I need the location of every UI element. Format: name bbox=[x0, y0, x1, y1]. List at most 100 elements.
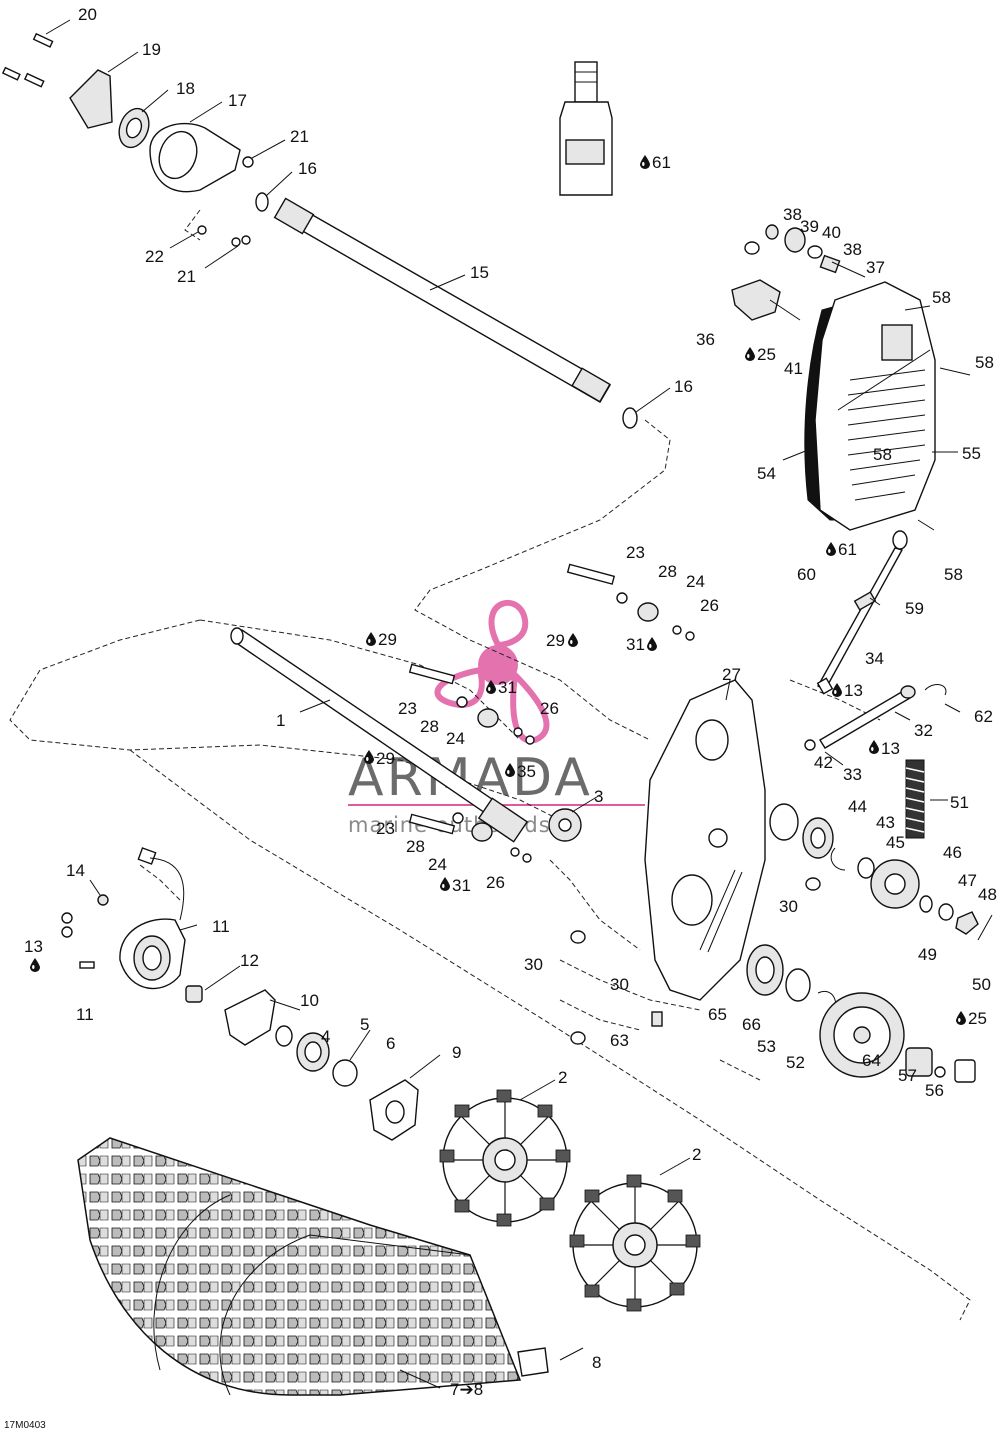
leader-lines bbox=[45, 19, 971, 1389]
part-27-housing bbox=[644, 679, 766, 1001]
callout-8: 8 bbox=[592, 1353, 601, 1372]
callout-34: 34 bbox=[865, 649, 884, 668]
callout-43: 43 bbox=[876, 813, 895, 832]
callout-11b: 11 bbox=[76, 1005, 94, 1024]
callout-30c: 30 bbox=[610, 975, 629, 994]
oil-drop-icon bbox=[647, 637, 657, 651]
callout-60: 60 bbox=[797, 565, 816, 584]
callout-30a: 30 bbox=[779, 897, 798, 916]
callout-40: 40 bbox=[822, 223, 841, 242]
callout-6: 6 bbox=[386, 1034, 395, 1053]
callout-66: 66 bbox=[742, 1015, 761, 1034]
callout-12: 12 bbox=[240, 951, 259, 970]
callout-62: 62 bbox=[974, 707, 993, 726]
callout-47: 47 bbox=[958, 871, 977, 890]
track bbox=[77, 1137, 549, 1396]
callout-20: 20 bbox=[78, 5, 97, 24]
callout-13: 13 bbox=[24, 937, 43, 956]
callout-58d: 58 bbox=[944, 565, 963, 584]
callout-5: 5 bbox=[360, 1015, 369, 1034]
callout-19: 19 bbox=[142, 40, 161, 59]
chaincase-housing bbox=[570, 679, 821, 1045]
oil-drop-icon bbox=[832, 683, 842, 697]
callout-21b: 21 bbox=[177, 267, 196, 286]
callout-27: 27 bbox=[722, 665, 741, 684]
part-7-track bbox=[77, 1137, 522, 1396]
drive-sprockets bbox=[439, 1089, 701, 1312]
lube-29-lower: 29 bbox=[376, 749, 395, 768]
part-16-oring-lower bbox=[622, 407, 638, 429]
callout-38a: 38 bbox=[783, 205, 802, 224]
lube-13-mid: 13 bbox=[881, 739, 900, 758]
callout-56: 56 bbox=[925, 1081, 944, 1100]
oil-drop-icon bbox=[568, 633, 578, 647]
lube-31-lower: 31 bbox=[452, 876, 471, 895]
callout-55: 55 bbox=[962, 444, 981, 463]
part-22-washer bbox=[197, 225, 207, 235]
callout-51: 51 bbox=[950, 793, 969, 812]
callout-24a: 24 bbox=[686, 572, 705, 591]
callout-52: 52 bbox=[786, 1053, 805, 1072]
oil-drop-icon bbox=[30, 958, 40, 972]
callout-9: 9 bbox=[452, 1043, 461, 1062]
callout-11a: 11 bbox=[212, 917, 230, 936]
oil-drop-icon bbox=[440, 877, 450, 891]
oil-drop-icon bbox=[869, 740, 879, 754]
lube-25-top: 25 bbox=[757, 345, 776, 364]
callout-50: 50 bbox=[972, 975, 991, 994]
lubricant-markers: 61 25 61 29 31 29 31 29 35 31 13 13 25 bbox=[30, 153, 987, 1028]
lube-35: 35 bbox=[517, 762, 536, 781]
chaincase-cover bbox=[804, 281, 936, 531]
callout-16b: 16 bbox=[674, 377, 693, 396]
callout-labels: 20 19 18 17 21 16 22 21 15 16 38 39 40 3… bbox=[24, 5, 997, 1399]
part-2-sprocket-a bbox=[439, 1089, 571, 1227]
callout-53: 53 bbox=[757, 1037, 776, 1056]
callout-23a: 23 bbox=[626, 543, 645, 562]
part-2-sprocket-b bbox=[569, 1174, 701, 1312]
oil-drop-icon bbox=[366, 632, 376, 646]
callout-58b: 58 bbox=[975, 353, 994, 372]
callout-7-8: 7➔8 bbox=[450, 1380, 483, 1399]
callout-2b: 2 bbox=[692, 1145, 701, 1164]
lube-25-lower: 25 bbox=[968, 1009, 987, 1028]
callout-45: 45 bbox=[886, 833, 905, 852]
callout-10: 10 bbox=[300, 991, 319, 1010]
lube-29-right: 29 bbox=[546, 631, 565, 650]
callout-2a: 2 bbox=[558, 1068, 567, 1087]
drive-axle bbox=[230, 563, 695, 863]
callout-39: 39 bbox=[800, 217, 819, 236]
callout-65: 65 bbox=[708, 1005, 727, 1024]
lube-61-mid: 61 bbox=[838, 540, 857, 559]
oil-bottle bbox=[559, 61, 613, 196]
callout-26c: 26 bbox=[486, 873, 505, 892]
lube-29-left: 29 bbox=[378, 630, 397, 649]
callout-49: 49 bbox=[918, 945, 937, 964]
lube-13-top: 13 bbox=[844, 681, 863, 700]
bearing-housing-left bbox=[61, 847, 419, 1141]
callout-59: 59 bbox=[905, 599, 924, 618]
callout-28b: 28 bbox=[420, 717, 439, 736]
callout-26b: 26 bbox=[540, 699, 559, 718]
callout-18: 18 bbox=[176, 79, 195, 98]
callout-58c: 58 bbox=[873, 445, 892, 464]
callout-3: 3 bbox=[594, 787, 603, 806]
oil-drop-icon bbox=[826, 542, 836, 556]
countershaft-assembly bbox=[1, 32, 638, 429]
callout-57: 57 bbox=[898, 1066, 917, 1085]
callout-1: 1 bbox=[276, 711, 285, 730]
callout-16a: 16 bbox=[298, 159, 317, 178]
callout-58a: 58 bbox=[932, 288, 951, 307]
lube-61-top: 61 bbox=[652, 153, 671, 172]
callout-26a: 26 bbox=[700, 596, 719, 615]
part-16-oring bbox=[255, 192, 269, 212]
callout-23c: 23 bbox=[376, 819, 395, 838]
gear-train bbox=[746, 803, 993, 1083]
part-36-bracket bbox=[731, 279, 781, 321]
oil-drop-icon bbox=[745, 347, 755, 361]
part-10-plate bbox=[224, 989, 276, 1046]
part-15-shaft bbox=[278, 204, 611, 403]
propeller-logo-icon bbox=[434, 599, 550, 744]
callout-21a: 21 bbox=[290, 127, 309, 146]
